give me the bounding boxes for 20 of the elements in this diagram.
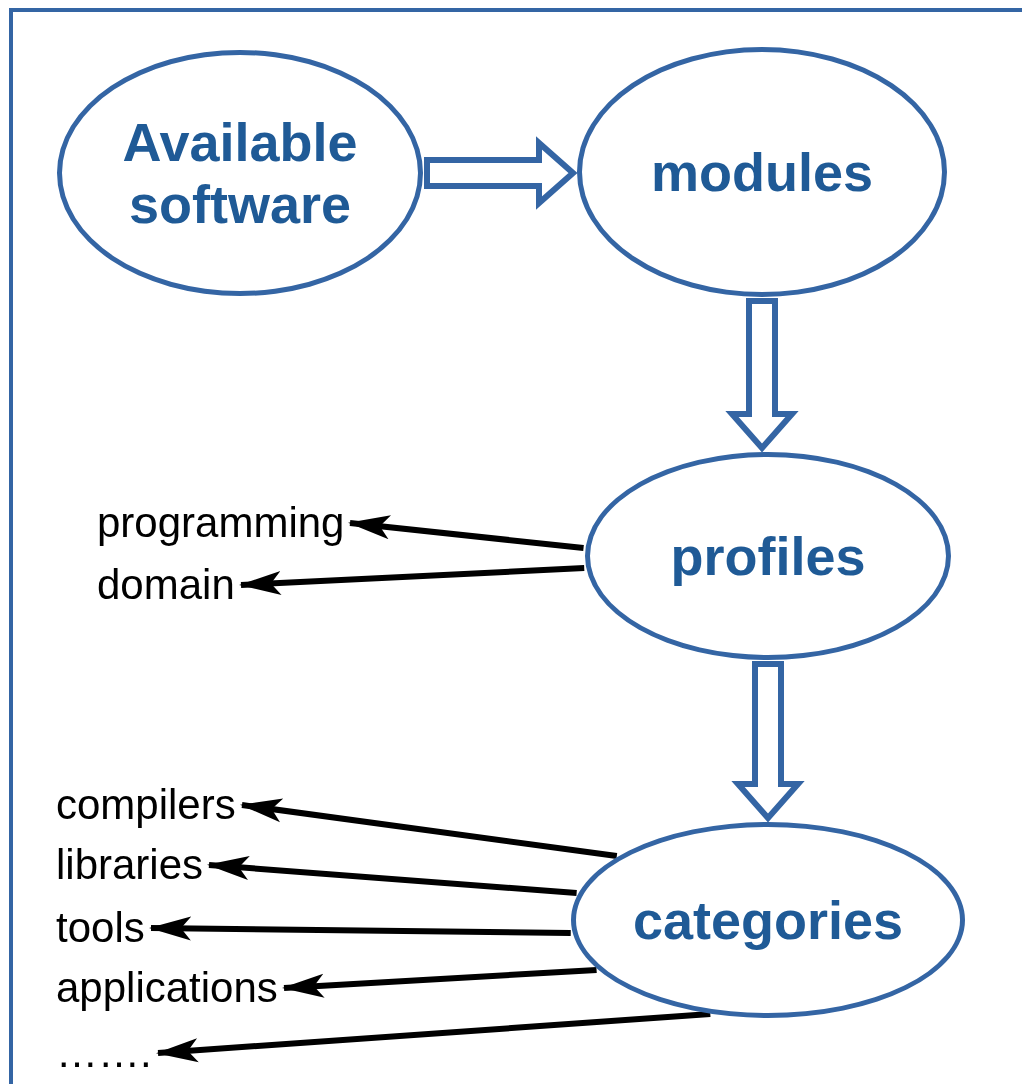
- arrow: [239, 565, 585, 595]
- arrow: [282, 967, 597, 998]
- text-label: domain: [97, 560, 235, 610]
- text-label: applications: [56, 963, 278, 1013]
- text-label: libraries: [56, 840, 204, 890]
- node-label: Available software: [121, 111, 359, 235]
- block-arrow: [424, 136, 578, 210]
- node-label: modules: [649, 141, 874, 203]
- block-arrow: [731, 661, 805, 823]
- node-label: profiles: [669, 525, 867, 587]
- node-label: categories: [631, 889, 905, 951]
- text-label: programming: [97, 498, 345, 548]
- arrow: [149, 916, 571, 941]
- block-arrow: [725, 298, 799, 453]
- text-label: compilers: [56, 780, 236, 830]
- arrow: [240, 798, 618, 859]
- text-label: tools: [56, 903, 145, 953]
- arrow: [207, 856, 577, 896]
- text-label: …….: [56, 1028, 152, 1078]
- arrow: [348, 515, 584, 551]
